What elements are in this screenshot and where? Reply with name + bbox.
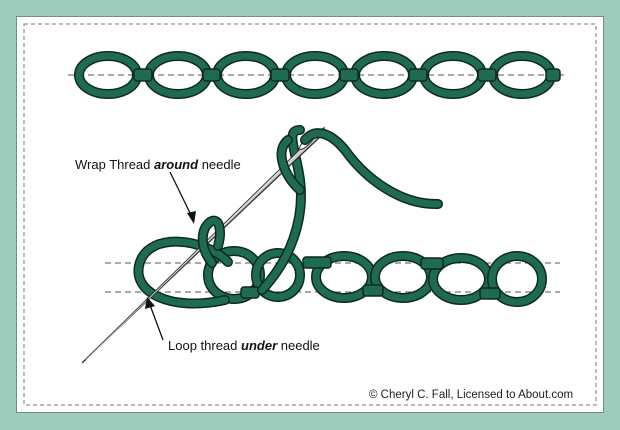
wrap-label-emphasis: around bbox=[154, 157, 199, 172]
top-chain bbox=[74, 51, 561, 99]
top-chain-link bbox=[212, 51, 280, 99]
bottom-chain bbox=[203, 246, 547, 307]
credit-text: © Cheryl C. Fall, Licensed to About.com bbox=[369, 389, 574, 401]
wrap-arrow bbox=[169, 171, 196, 224]
wrap-label-prefix: Wrap Thread bbox=[75, 157, 155, 172]
thread-tail bbox=[300, 128, 443, 210]
dashed-border bbox=[23, 23, 597, 406]
wrap-label-suffix: needle bbox=[198, 157, 241, 172]
diagram-panel bbox=[16, 16, 604, 413]
loop-label-suffix: needle bbox=[277, 338, 320, 353]
loop-label: Loop thread under needle bbox=[168, 338, 320, 353]
wrap-label: Wrap Thread around needle bbox=[75, 157, 241, 172]
bottom-chain-link bbox=[251, 248, 305, 302]
loop-arrow bbox=[145, 297, 164, 341]
loop-label-emphasis: under bbox=[241, 338, 278, 353]
bottom-chain-link bbox=[487, 251, 547, 307]
loop-label-prefix: Loop thread bbox=[168, 338, 242, 353]
top-chain-link bbox=[281, 51, 349, 99]
